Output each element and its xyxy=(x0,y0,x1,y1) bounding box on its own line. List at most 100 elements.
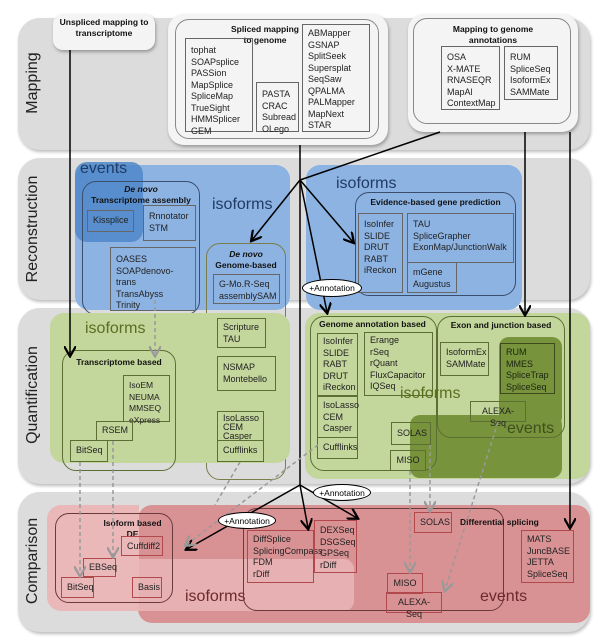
tool-name: MMSEQ xyxy=(129,403,162,413)
tool-name: RABT xyxy=(364,253,389,264)
tool-name: SOLAS xyxy=(397,428,428,438)
events-region xyxy=(75,162,143,242)
tool-name: Scripture xyxy=(223,322,260,332)
quant-events-label: events xyxy=(507,420,555,437)
tool-name: SOLAS xyxy=(420,517,451,527)
tool-name: rDiff xyxy=(320,559,337,570)
tool-name: MapSplice xyxy=(191,79,234,90)
exon-junction-title: Exon and junction based xyxy=(450,320,552,330)
tool-name: RSEM xyxy=(102,425,129,435)
tool-name: BitSeq xyxy=(76,445,103,455)
tool-name: Erange xyxy=(370,335,400,345)
tool-name: PASTA xyxy=(262,89,291,99)
tool-name: SpliceSeq xyxy=(506,381,547,392)
tool-name: iReckon xyxy=(323,382,356,392)
tool-name: Trinity xyxy=(116,300,141,310)
tool-name: MapNext xyxy=(308,108,345,119)
tool-name: SplicingCompass xyxy=(253,545,323,556)
tool-name: Cufflinks xyxy=(323,442,358,452)
tool-name: iReckon xyxy=(364,265,397,275)
dashed-arrows xyxy=(80,300,499,590)
tool-name: SAMMate xyxy=(510,86,550,97)
tool-name: RABT xyxy=(323,359,348,369)
tool-name: Supersplat xyxy=(308,62,352,73)
tool-name: OLego xyxy=(262,123,290,134)
denovo-label: De novo xyxy=(124,184,158,194)
basis-box: Basis xyxy=(132,577,162,598)
tool-name: TAU xyxy=(223,333,241,344)
tool-name: X-MATE xyxy=(447,63,481,74)
tool-name: RNASEQR xyxy=(447,75,492,85)
exon-junction-box xyxy=(437,316,565,438)
transcriptome-assembly-label: Transcriptome assembly xyxy=(91,195,191,205)
differential-splicing-box xyxy=(243,508,504,611)
tool-name: Casper xyxy=(323,423,353,433)
quant-isoforms-label-right: isoforms xyxy=(400,385,461,402)
tool-name: OSA xyxy=(447,52,467,62)
tool-name: SOAPsplice xyxy=(191,56,240,67)
tool-name: FDM xyxy=(253,557,273,567)
comparison-events-label: events xyxy=(480,588,528,605)
tool-name: STM xyxy=(149,222,168,233)
tool-name: HMMSplicer xyxy=(191,114,241,124)
solas-quant-box: SOLAS xyxy=(391,422,431,445)
alexa-comp-box: ALEXA-Seq xyxy=(386,592,442,619)
tool-name: NSMAP xyxy=(223,362,256,372)
rsem-box: RSEM xyxy=(96,421,133,441)
tool-name: SplitSeek xyxy=(308,51,347,61)
transcriptome-based-title: Transcriptome based xyxy=(76,357,162,367)
tool-name: IsoformEx xyxy=(446,347,487,357)
annotation-oval-comparison-2: +Annotation xyxy=(218,512,276,529)
tool-name: MATS xyxy=(527,534,552,544)
differential-splicing-title: Differential splicing xyxy=(460,517,539,527)
tool-name: DRUT xyxy=(323,370,348,381)
events-label: events xyxy=(80,160,128,177)
comparison-isoforms-label: isoforms xyxy=(185,588,246,605)
tool-name: JuncBASE xyxy=(527,545,571,556)
miso-quant-box: MISO xyxy=(390,450,426,471)
tool-name: Cufflinks xyxy=(223,445,258,455)
cuffdiff2-box: Cuffdiff2 xyxy=(121,536,163,556)
tool-name: RUM xyxy=(506,347,527,357)
tool-name: GSNAP xyxy=(308,39,340,50)
genome-based-label: Genome-based xyxy=(215,260,277,270)
tool-name: tophat xyxy=(191,45,217,55)
tool-name: SpliceTrap xyxy=(506,370,549,380)
tool-name: IsoEM xyxy=(129,380,154,390)
tool-name: SeqSaw xyxy=(308,74,342,84)
solid-arrows xyxy=(70,50,570,549)
tool-name: IsoInfer xyxy=(323,336,354,346)
tool-name: IQSeq xyxy=(370,381,396,391)
tool-name: Augustus xyxy=(413,278,451,289)
tool-name: STAR xyxy=(308,120,332,130)
tool-name: DEXSeq xyxy=(320,525,355,535)
tool-name: ALEXA-Seq xyxy=(397,597,430,619)
quant-isoforms-region-left xyxy=(50,313,290,463)
tool-name: GEM xyxy=(191,125,212,136)
tool-name: SLIDE xyxy=(364,230,391,241)
unspliced-mapping-title: Unspliced mapping to transcriptome xyxy=(59,17,149,38)
tool-name: TrueSight xyxy=(191,102,230,113)
tool-name: BitSeq xyxy=(67,582,94,592)
tool-name: rQuant xyxy=(370,358,398,368)
isoform-de-title: Isoform based DE xyxy=(103,518,162,539)
tool-name: SpliceGrapher xyxy=(413,230,471,241)
tool-name: Kissplice xyxy=(93,215,129,225)
annotation-mapping-title: Mapping to genome annotations xyxy=(452,24,534,45)
